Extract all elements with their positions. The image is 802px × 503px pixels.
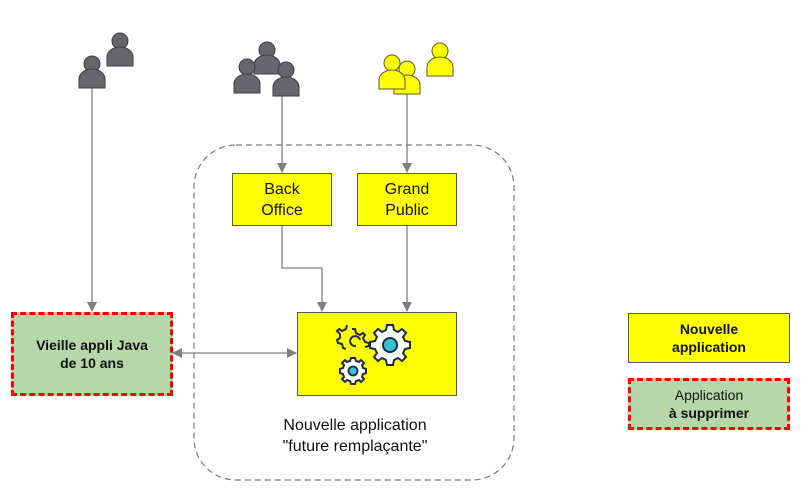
container-caption-line1: Nouvelle application bbox=[283, 417, 427, 434]
legacy-app-node[interactable]: Vieille appli Java de 10 ans bbox=[11, 312, 173, 396]
back-office-label-line2: Office bbox=[261, 201, 303, 219]
legend-new-app-line1: Nouvelle bbox=[679, 321, 739, 337]
gears-icon bbox=[335, 324, 411, 385]
legend-to-delete-line2: à supprimer bbox=[668, 405, 750, 421]
legend-new-app-line2: application bbox=[672, 339, 746, 355]
back-office-users-icon bbox=[233, 41, 300, 97]
legacy-app-label-line1: Vieille appli Java bbox=[36, 337, 148, 353]
legend-new-app: Nouvelle application bbox=[628, 313, 790, 363]
legend-to-delete-line1: Application bbox=[674, 387, 744, 403]
grand-public-node[interactable]: Grand Public bbox=[357, 173, 457, 226]
legacy-app-label-line2: de 10 ans bbox=[60, 355, 124, 371]
back-office-node[interactable]: Back Office bbox=[232, 173, 332, 226]
new-app-core-node[interactable] bbox=[297, 312, 457, 396]
container-caption-line2: "future remplaçante" bbox=[282, 438, 428, 455]
public-users-icon bbox=[378, 42, 454, 95]
back-office-label-line1: Back bbox=[264, 180, 300, 198]
connector-back-office-to-core bbox=[281, 226, 327, 312]
grand-public-label-line1: Grand bbox=[384, 180, 430, 198]
legacy-users-icon bbox=[78, 32, 134, 89]
container-caption: Nouvelle application "future remplaçante… bbox=[210, 415, 500, 457]
legend-to-delete: Application à supprimer bbox=[628, 378, 790, 430]
grand-public-label-line2: Public bbox=[385, 201, 429, 219]
